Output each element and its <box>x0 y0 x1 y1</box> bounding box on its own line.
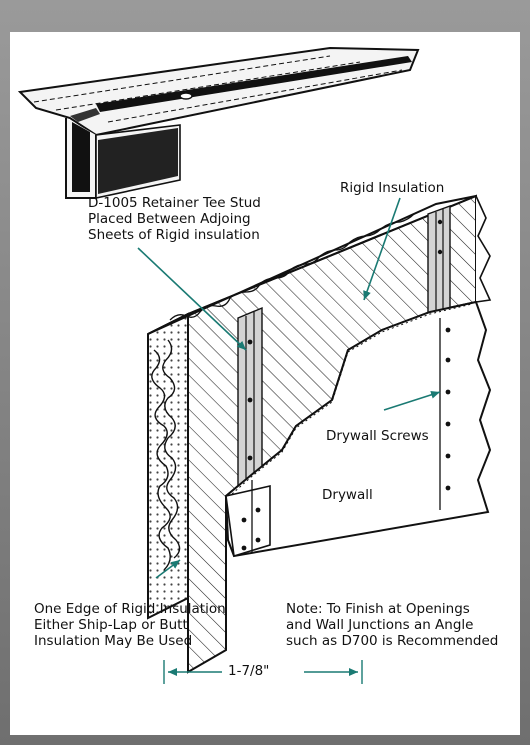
one-edge-label: One Edge of Rigid Insulation Either Ship… <box>34 601 226 649</box>
tee-stud-label: D-1005 Retainer Tee Stud Placed Between … <box>88 195 261 243</box>
drywall-label: Drywall <box>322 487 373 503</box>
one-edge-arrow <box>155 559 181 579</box>
tee-stud-illustration <box>17 46 420 199</box>
tee-stud-arrow <box>137 247 247 351</box>
drywall-screws-arrow <box>383 390 441 411</box>
drywall-screws-label: Drywall Screws <box>326 428 429 444</box>
dimension-value: 1-7/8" <box>228 663 270 679</box>
wall-assembly <box>147 194 492 674</box>
rigid-insulation-arrow <box>363 197 401 301</box>
leader-arrows <box>137 197 441 579</box>
dimension-line <box>163 660 363 684</box>
note-label: Note: To Finish at Openings and Wall Jun… <box>286 601 499 649</box>
rigid-insulation-label: Rigid Insulation <box>340 180 445 196</box>
